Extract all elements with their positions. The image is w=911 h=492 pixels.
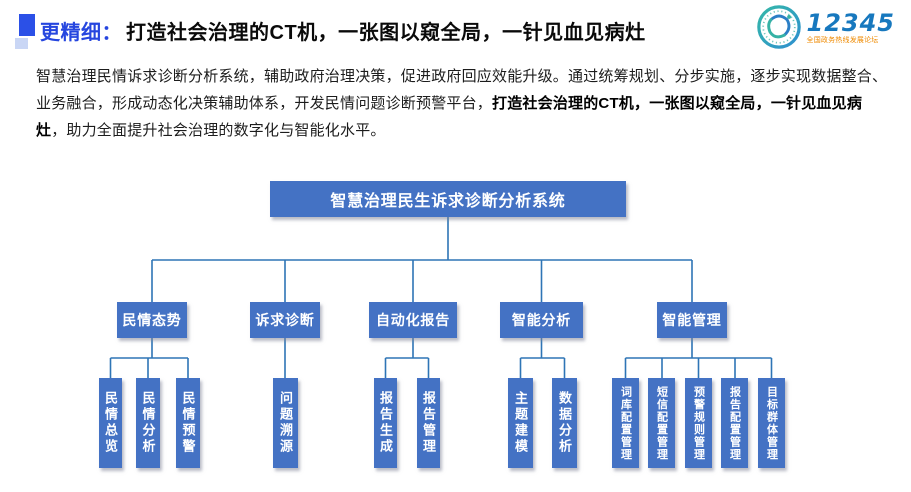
hotline-logo-icon: [756, 5, 801, 49]
tree-leaf-node: 报告生成: [374, 378, 397, 468]
tree-leaf-node: 报告管理: [417, 378, 440, 468]
intro-text-post: ，助力全面提升社会治理的数字化与智能化水平。: [51, 122, 386, 139]
page-title-text: 打造社会治理的CT机，一张图以窥全局，一针见血见病灶: [126, 22, 646, 44]
tree-branch-node-zhineng-guanli: 智能管理: [657, 302, 727, 338]
tree-leaf-node: 民情预警: [176, 378, 200, 468]
tree-leaf-node: 目标群体管理: [758, 378, 785, 468]
hotline-logo-number: 12345: [806, 8, 895, 37]
intro-paragraph: 智慧治理民情诉求诊断分析系统，辅助政府治理决策，促进政府回应效能升级。通过统筹规…: [36, 63, 888, 144]
hotline-logo-text: 12345 全国政务热线发展论坛: [807, 11, 896, 44]
tree-leaf-node: 预警规则管理: [685, 378, 712, 468]
tree-leaf-node: 主题建模: [508, 378, 533, 468]
tree-leaf-node: 报告配置管理: [721, 378, 748, 468]
tree-leaf-node: 数据分析: [552, 378, 577, 468]
intro-text-pre: 智慧治理民情诉求诊断分析系统，辅助政府治理决策，促进政府回应效能升级。通过统筹规…: [36, 68, 888, 112]
hotline-logo: 12345 全国政务热线发展论坛: [756, 4, 896, 50]
header-bullet-light-icon: [15, 38, 28, 49]
tree-leaf-node: 短信配置管理: [648, 378, 675, 468]
page-title: 更精细：打造社会治理的CT机，一张图以窥全局，一针见血见病灶: [40, 16, 646, 45]
tree-root-node: 智慧治理民生诉求诊断分析系统: [270, 181, 626, 217]
tree-branch-node-suqiu-zhenduan: 诉求诊断: [250, 302, 320, 338]
intro-text-bold: 打造社会治理的CT机，一张图以窥全局，一针见血见病灶: [36, 95, 863, 139]
tree-leaf-node: 民情总览: [99, 378, 122, 468]
tree-leaf-node: 词库配置管理: [612, 378, 639, 468]
tree-branch-node-zidonghua-baogao: 自动化报告: [369, 302, 457, 338]
page-title-tag: 更精细：: [40, 22, 122, 44]
tree-branch-node-zhineng-fenxi: 智能分析: [500, 302, 583, 338]
hotline-logo-subtitle: 全国政务热线发展论坛: [806, 36, 879, 44]
header-bullet-dark-icon: [19, 14, 35, 36]
tree-leaf-node: 问题溯源: [273, 378, 298, 468]
tree-leaf-node: 民情分析: [136, 378, 160, 468]
tree-branch-node-minqing-taishi: 民情态势: [117, 302, 187, 338]
